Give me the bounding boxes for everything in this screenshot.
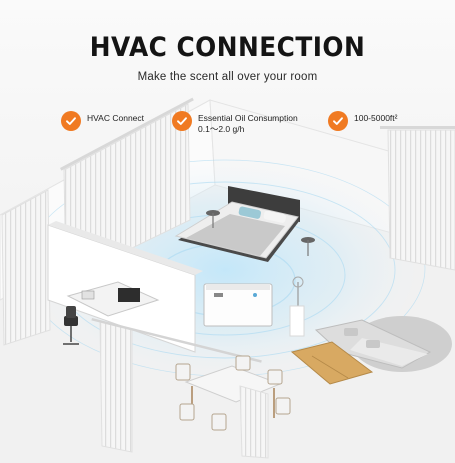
page-title: HVAC CONNECTION	[89, 32, 366, 63]
bed-blanket	[186, 214, 285, 256]
pillow	[263, 210, 286, 223]
curtain-rod-right	[380, 126, 455, 129]
page-subtitle: Make the scent all over your room	[137, 71, 318, 83]
feature-label: Essential Oil Consumption 0.1〜2.0 g/h	[198, 113, 298, 134]
monitor	[81, 290, 95, 300]
feature-label: HVAC Connect	[87, 113, 145, 123]
hvac-diffuser-unit	[203, 283, 273, 327]
monitor	[118, 288, 140, 302]
sofa-cushion	[366, 340, 380, 348]
feature-oil-consumption: Essential Oil Consumption 0.1〜2.0 g/h	[172, 111, 298, 135]
tv-stand	[290, 341, 374, 385]
dining-chair	[175, 355, 291, 431]
check-circle-icon	[328, 111, 348, 131]
curtain-left-edge	[1, 189, 51, 346]
check-circle-icon	[61, 111, 81, 131]
sofa-cushion	[344, 328, 358, 336]
feature-label: 100-5000ft²	[354, 113, 398, 123]
partition-wall-top	[48, 221, 203, 275]
feature-coverage-area: 100-5000ft²	[328, 111, 397, 131]
check-circle-icon	[172, 111, 192, 131]
pillow	[238, 206, 261, 219]
office-chair	[63, 306, 79, 345]
curtain-rod-left	[59, 97, 194, 171]
curtain-right	[387, 129, 455, 271]
curtain-front	[99, 321, 133, 453]
feature-hvac-connect: HVAC Connect	[61, 111, 144, 131]
curtain-front-right	[239, 385, 269, 459]
